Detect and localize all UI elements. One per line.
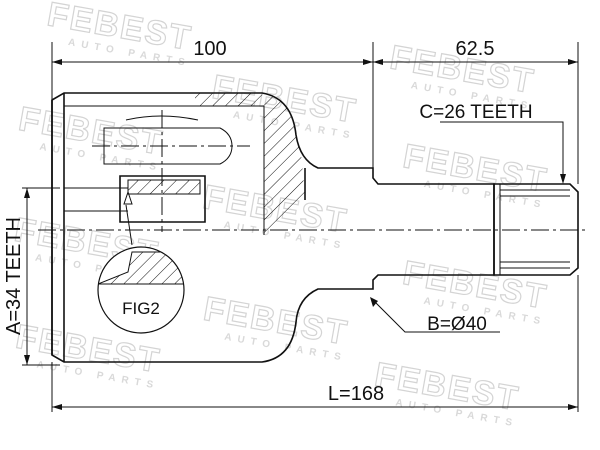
centerlines bbox=[38, 110, 588, 232]
dim-label-teeth-a: A=34 TEETH bbox=[3, 217, 25, 335]
fig2-label: FIG2 bbox=[122, 299, 160, 318]
fig2-detail: FIG2 bbox=[97, 246, 185, 334]
dim-label-spline-c: C=26 TEETH bbox=[419, 102, 532, 123]
cv-joint-body bbox=[51, 92, 579, 363]
leader-c bbox=[440, 121, 564, 178]
dim-label-length-l: L=168 bbox=[328, 383, 384, 405]
dim-label-diameter-b: B=Ø40 bbox=[427, 314, 487, 335]
spline-teeth bbox=[499, 184, 570, 275]
dim-label-62-5: 62.5 bbox=[456, 38, 495, 60]
dim-label-100: 100 bbox=[193, 38, 226, 60]
dimension-lines bbox=[22, 42, 579, 412]
dimension-labels: 100 62.5 C=26 TEETH B=Ø40 L=168 A=34 TEE… bbox=[3, 38, 533, 405]
leader-b bbox=[372, 299, 500, 333]
